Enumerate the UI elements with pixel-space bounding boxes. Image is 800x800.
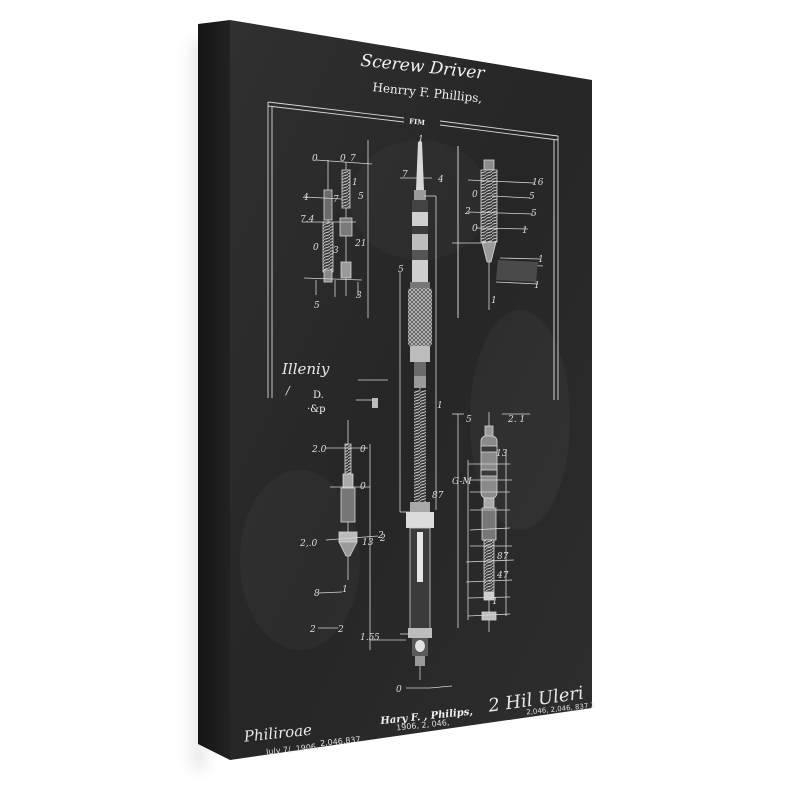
- svg-text:7.4: 7.4: [300, 215, 315, 225]
- svg-text:1: 1: [492, 597, 498, 607]
- svg-text:·&p: ·&p: [307, 404, 325, 415]
- svg-text:0: 0: [396, 685, 402, 695]
- figure-top-right-labels: 16 0 5 2 5 0 1 1 1 1: [464, 178, 544, 306]
- svg-text:0: 0: [472, 190, 478, 200]
- figure-bottom-left-labels: 2.0 0 0 2,.0 13 2 8 1 2 2 1.5: [299, 445, 386, 643]
- svg-text:7: 7: [350, 154, 356, 164]
- figure-bottom-right-labels: 5 2. 1 13 G-M 87 47 1: [452, 415, 525, 607]
- svg-text:2: 2: [464, 207, 471, 217]
- svg-text:5: 5: [374, 633, 380, 643]
- svg-text:1: 1: [491, 296, 497, 306]
- svg-text:21: 21: [354, 239, 366, 249]
- svg-text:3: 3: [356, 291, 362, 301]
- svg-text:87: 87: [432, 491, 444, 501]
- svg-text:0: 0: [360, 482, 366, 492]
- svg-text:5: 5: [398, 265, 404, 275]
- svg-text:2.0: 2.0: [311, 445, 327, 455]
- figure-bottom-left: [317, 420, 379, 650]
- svg-text:4: 4: [302, 193, 309, 203]
- figure-center-labels: 1 7 4 5 1 87 2 5 0: [374, 135, 444, 695]
- handwritten-notes-mid-left: Illeniy / D. ·&p: [281, 360, 388, 415]
- figure-top-left-labels: 0 0 7 1 4 7 5 7.4 0 3 21 5 3: [300, 154, 366, 311]
- svg-text:0: 0: [360, 445, 366, 455]
- svg-text:5: 5: [466, 415, 472, 425]
- svg-text:87: 87: [497, 552, 509, 562]
- svg-text:2,.0: 2,.0: [299, 539, 317, 549]
- svg-text:2: 2: [377, 531, 384, 541]
- svg-text:2: 2: [337, 625, 344, 635]
- svg-text:2. 1: 2. 1: [507, 415, 525, 425]
- svg-text:G-M: G-M: [452, 477, 472, 487]
- frame-label: FIM: [409, 116, 426, 127]
- svg-text:5: 5: [529, 192, 535, 202]
- svg-text:13: 13: [496, 449, 508, 459]
- svg-text:2: 2: [309, 625, 316, 635]
- svg-text:1: 1: [538, 255, 544, 265]
- svg-text:Illeniy: Illeniy: [281, 360, 330, 378]
- figure-top-left: [302, 140, 373, 318]
- figure-top-right: [452, 140, 555, 400]
- svg-text:1: 1: [437, 401, 443, 411]
- svg-text:0: 0: [312, 154, 318, 164]
- svg-text:47: 47: [496, 571, 509, 581]
- svg-text:7: 7: [333, 195, 339, 205]
- patent-number-left: 2,046,837,: [320, 735, 364, 748]
- svg-text:1: 1: [522, 226, 528, 236]
- svg-text:4: 4: [437, 175, 444, 185]
- svg-text:1.5: 1.5: [360, 633, 375, 643]
- svg-text:16: 16: [532, 178, 544, 188]
- svg-text:1: 1: [352, 178, 358, 188]
- svg-text:5: 5: [314, 301, 320, 311]
- svg-text:D.: D.: [313, 390, 324, 401]
- svg-text:5: 5: [531, 209, 537, 219]
- canvas-side: [198, 20, 230, 760]
- canvas-face: [230, 20, 592, 760]
- figure-center-screwdriver: [370, 140, 459, 689]
- svg-text:0: 0: [340, 154, 346, 164]
- svg-text:5: 5: [358, 192, 364, 202]
- svg-text:1: 1: [534, 281, 540, 291]
- svg-text:8: 8: [314, 589, 320, 599]
- svg-text:0: 0: [472, 224, 478, 234]
- svg-text:3: 3: [333, 246, 339, 256]
- svg-text:2: 2: [379, 534, 386, 544]
- svg-text:0: 0: [313, 243, 319, 253]
- svg-text:13: 13: [362, 538, 374, 548]
- svg-text:1: 1: [418, 135, 424, 145]
- svg-text:1: 1: [342, 585, 348, 595]
- figure-bottom-right: [452, 412, 530, 632]
- svg-text:7: 7: [402, 170, 408, 180]
- svg-text:/: /: [285, 384, 291, 397]
